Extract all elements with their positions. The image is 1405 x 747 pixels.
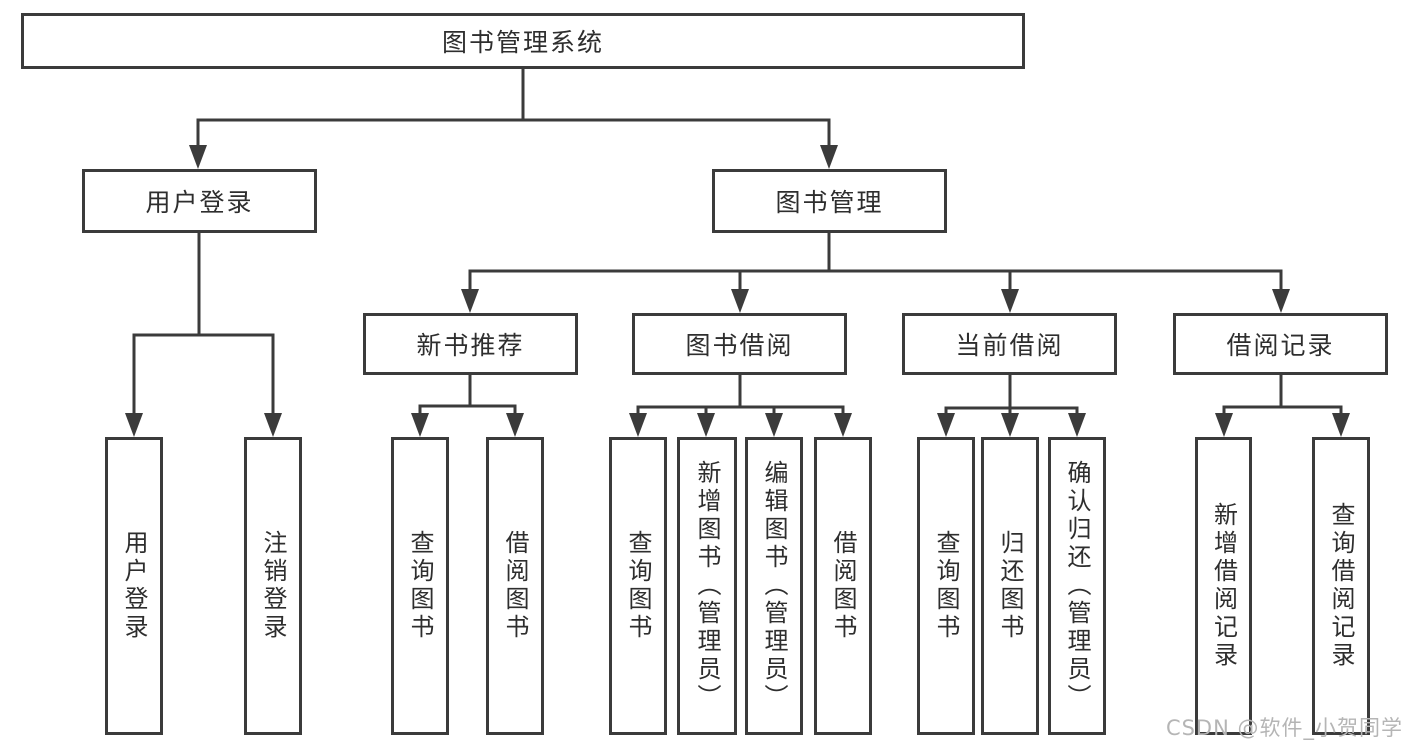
node-borrowing-records-label: 借阅记录	[1226, 331, 1335, 360]
leaf-edit-books-admin: 编辑图书（管理员）	[745, 437, 803, 735]
leaf-query-books-current: 查询图书	[917, 437, 975, 735]
leaf-query-borrow-record-label: 查询借阅记录	[1327, 502, 1355, 670]
leaf-borrow-books-recommend: 借阅图书	[486, 437, 544, 735]
leaf-user-login-label: 用户登录	[120, 530, 148, 642]
node-new-book-recommend: 新书推荐	[363, 313, 578, 375]
leaf-query-books-recommend-label: 查询图书	[406, 530, 434, 642]
node-user-login-label: 用户登录	[145, 188, 254, 217]
node-current-borrowing: 当前借阅	[902, 313, 1117, 375]
node-user-login: 用户登录	[82, 169, 317, 233]
node-library-system: 图书管理系统	[21, 13, 1025, 69]
watermark: CSDN @软件_小贺同学	[1165, 716, 1403, 740]
leaf-add-books-admin: 新增图书（管理员）	[677, 437, 737, 735]
leaf-confirm-return-admin-label: 确认归还（管理员）	[1063, 460, 1091, 712]
node-book-management-label: 图书管理	[775, 188, 884, 217]
leaf-user-login: 用户登录	[105, 437, 163, 735]
leaf-add-borrow-record: 新增借阅记录	[1195, 437, 1252, 735]
leaf-add-borrow-record-label: 新增借阅记录	[1209, 502, 1238, 670]
node-book-borrowing: 图书借阅	[632, 313, 847, 375]
leaf-borrow-books-recommend-label: 借阅图书	[501, 530, 529, 642]
node-book-management: 图书管理	[712, 169, 947, 233]
leaf-add-books-admin-label: 新增图书（管理员）	[693, 460, 721, 712]
leaf-borrow-books-borrowing-label: 借阅图书	[829, 530, 857, 642]
leaf-logout-label: 注销登录	[259, 530, 287, 642]
node-borrowing-records: 借阅记录	[1173, 313, 1388, 375]
node-book-borrowing-label: 图书借阅	[685, 331, 794, 360]
leaf-query-books-borrowing-label: 查询图书	[624, 530, 652, 642]
leaf-return-books-label: 归还图书	[996, 530, 1024, 642]
node-new-book-recommend-label: 新书推荐	[416, 331, 525, 360]
leaf-query-borrow-record: 查询借阅记录	[1312, 437, 1370, 735]
leaf-borrow-books-borrowing: 借阅图书	[814, 437, 872, 735]
leaf-logout: 注销登录	[244, 437, 302, 735]
leaf-query-books-current-label: 查询图书	[932, 530, 960, 642]
leaf-return-books: 归还图书	[981, 437, 1039, 735]
leaf-confirm-return-admin: 确认归还（管理员）	[1048, 437, 1106, 735]
leaf-query-books-borrowing: 查询图书	[609, 437, 667, 735]
leaf-edit-books-admin-label: 编辑图书（管理员）	[760, 460, 788, 712]
node-library-system-label: 图书管理系统	[441, 28, 604, 57]
node-current-borrowing-label: 当前借阅	[955, 331, 1064, 360]
leaf-query-books-recommend: 查询图书	[391, 437, 449, 735]
